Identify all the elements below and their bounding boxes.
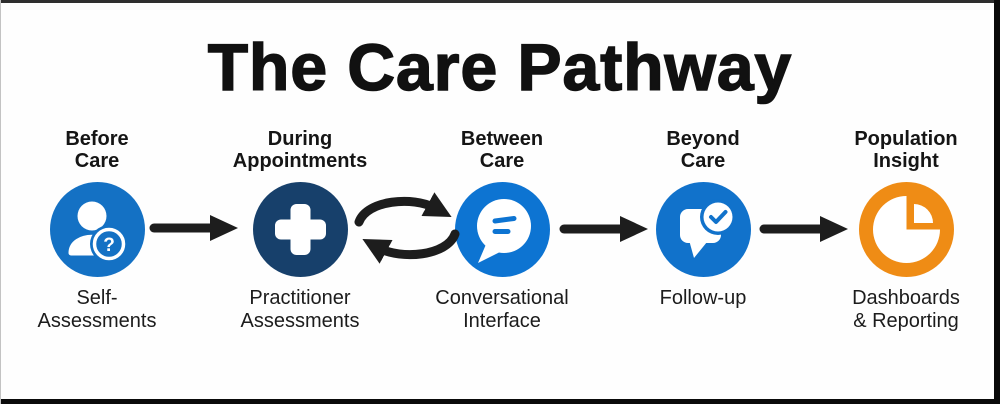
chat-check-icon <box>679 199 736 258</box>
chat-message-icon <box>476 199 531 263</box>
stage-label-line: Conversational <box>435 287 569 309</box>
stage-label-line: Self- <box>76 287 118 309</box>
stage-heading-line: Insight <box>873 150 939 172</box>
arrow-right-icon <box>559 213 648 245</box>
pie-chart-icon <box>872 196 940 263</box>
frame-border-bottom <box>0 399 1000 404</box>
stage-heading-line: Beyond <box>666 128 740 150</box>
stage-label-line: & Reporting <box>853 310 959 332</box>
stage-heading: Before Care <box>2 128 192 174</box>
page-title: The Care Pathway <box>207 30 793 104</box>
stage-beyond-care: Beyond Care Follow-up <box>608 128 798 310</box>
stage-heading-line: Between <box>460 128 544 150</box>
stage-label: Dashboards & Reporting <box>811 287 1000 333</box>
stage-label: Conversational Interface <box>407 287 597 333</box>
stage-heading-line: Before <box>65 128 129 150</box>
medical-cross-icon <box>274 204 326 255</box>
stage-label: Follow-up <box>608 287 798 310</box>
stage-label-line: Interface <box>463 310 541 332</box>
stage-heading: Population Insight <box>811 128 1000 174</box>
stage-population-insight: Population Insight Dashboards & Reportin… <box>811 128 1000 333</box>
stage-label: Practitioner Assessments <box>205 287 395 333</box>
frame-border-left <box>0 0 1 404</box>
stage-heading-line: Care <box>479 150 525 172</box>
question-mark-glyph: ? <box>103 235 115 256</box>
stage-circle <box>252 182 348 277</box>
stage-circle <box>454 182 550 277</box>
stage-heading: Between Care <box>407 128 597 174</box>
stage-label-line: Assessments <box>37 310 157 332</box>
frame-border-top <box>0 0 1000 3</box>
stage-heading: During Appointments <box>205 128 395 174</box>
stage-heading-line: Population <box>854 128 958 150</box>
stage-circle: ? <box>49 182 145 277</box>
stage-label: Self- Assessments <box>2 287 192 333</box>
stage-heading-line: Care <box>680 150 726 172</box>
stage-label-line: Dashboards <box>852 287 960 309</box>
person-question-icon: ? <box>68 201 128 263</box>
stage-between-care: Between Care Conversational Interface <box>407 128 597 333</box>
stage-before-care: Before Care ? Self- Assessments <box>2 128 192 333</box>
stage-heading-line: Care <box>74 150 120 172</box>
frame-border-right <box>994 0 1000 404</box>
stage-label-line: Assessments <box>240 310 360 332</box>
stage-heading-line: During <box>267 128 333 150</box>
stage-heading: Beyond Care <box>608 128 798 174</box>
stage-during-appointments: During Appointments Practitioner Assessm… <box>205 128 395 333</box>
stage-circle <box>858 182 954 277</box>
stage-label-line: Practitioner <box>249 287 351 309</box>
arrow-right-icon <box>759 213 848 245</box>
stage-heading-line: Appointments <box>232 150 368 172</box>
arrow-right-icon <box>149 212 238 244</box>
sync-arrows-icon <box>351 190 463 266</box>
stage-label-line: Follow-up <box>659 287 747 309</box>
stage-circle <box>655 182 751 277</box>
